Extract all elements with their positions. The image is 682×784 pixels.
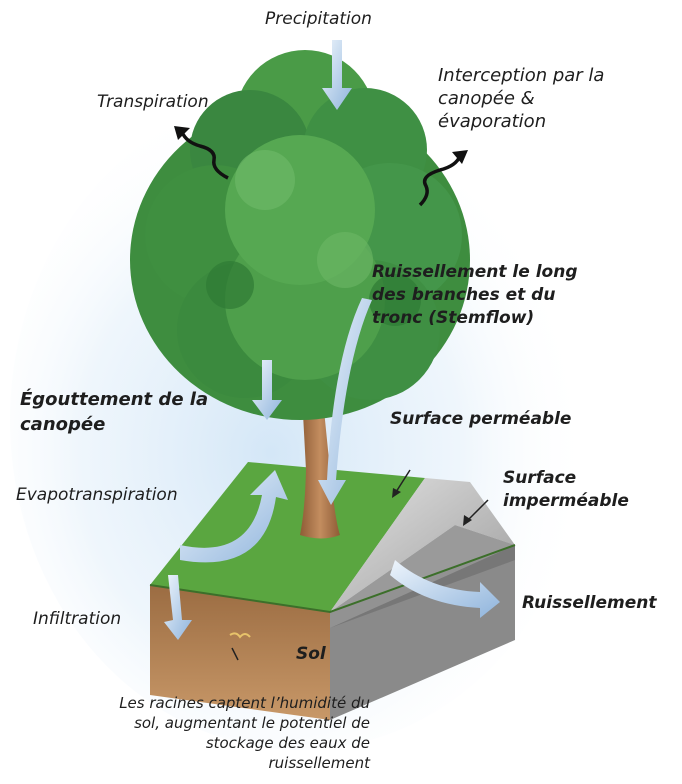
- vapor-arrows: [174, 126, 468, 207]
- stemflow-arrow: [318, 298, 372, 505]
- label-interception: Interception par la canopée & évaporatio…: [438, 65, 605, 132]
- canopy-drip-arrow: [252, 360, 282, 420]
- runoff-arrow: [390, 560, 500, 618]
- label-surface-permeable: Surface perméable: [390, 409, 572, 429]
- label-evapotranspiration: Evapotranspiration: [16, 485, 178, 505]
- soil-front: [150, 585, 330, 720]
- infiltration-arrow: [164, 575, 192, 640]
- transpiration-arrow: [180, 131, 229, 180]
- label-precipitation: Precipitation: [265, 9, 372, 29]
- precipitation-arrow: [322, 40, 352, 110]
- tree-canopy: [130, 50, 470, 420]
- evaporation-arrow: [418, 155, 462, 207]
- water-flow-arrows: [164, 40, 500, 640]
- permeable-surface: [150, 462, 425, 612]
- evapotranspiration-arrow: [180, 470, 288, 563]
- label-surface-impermeable: Surface imperméable: [503, 468, 629, 511]
- label-transpiration: Transpiration: [97, 92, 209, 112]
- label-sol: Sol: [296, 644, 326, 664]
- label-infiltration: Infiltration: [33, 609, 122, 629]
- impermeable-pointer: [467, 499, 489, 521]
- label-stemflow: Ruissellement le long des branches et du…: [372, 262, 578, 328]
- label-egouttement: Égouttement de la canopée: [20, 389, 209, 435]
- permeable-pointer: [395, 469, 411, 493]
- label-racines: Les racines captent l’humidité du sol, a…: [119, 694, 370, 772]
- roots-icon: [229, 632, 251, 639]
- roots-pointer: [231, 647, 239, 661]
- label-ruissellement: Ruissellement: [522, 593, 657, 613]
